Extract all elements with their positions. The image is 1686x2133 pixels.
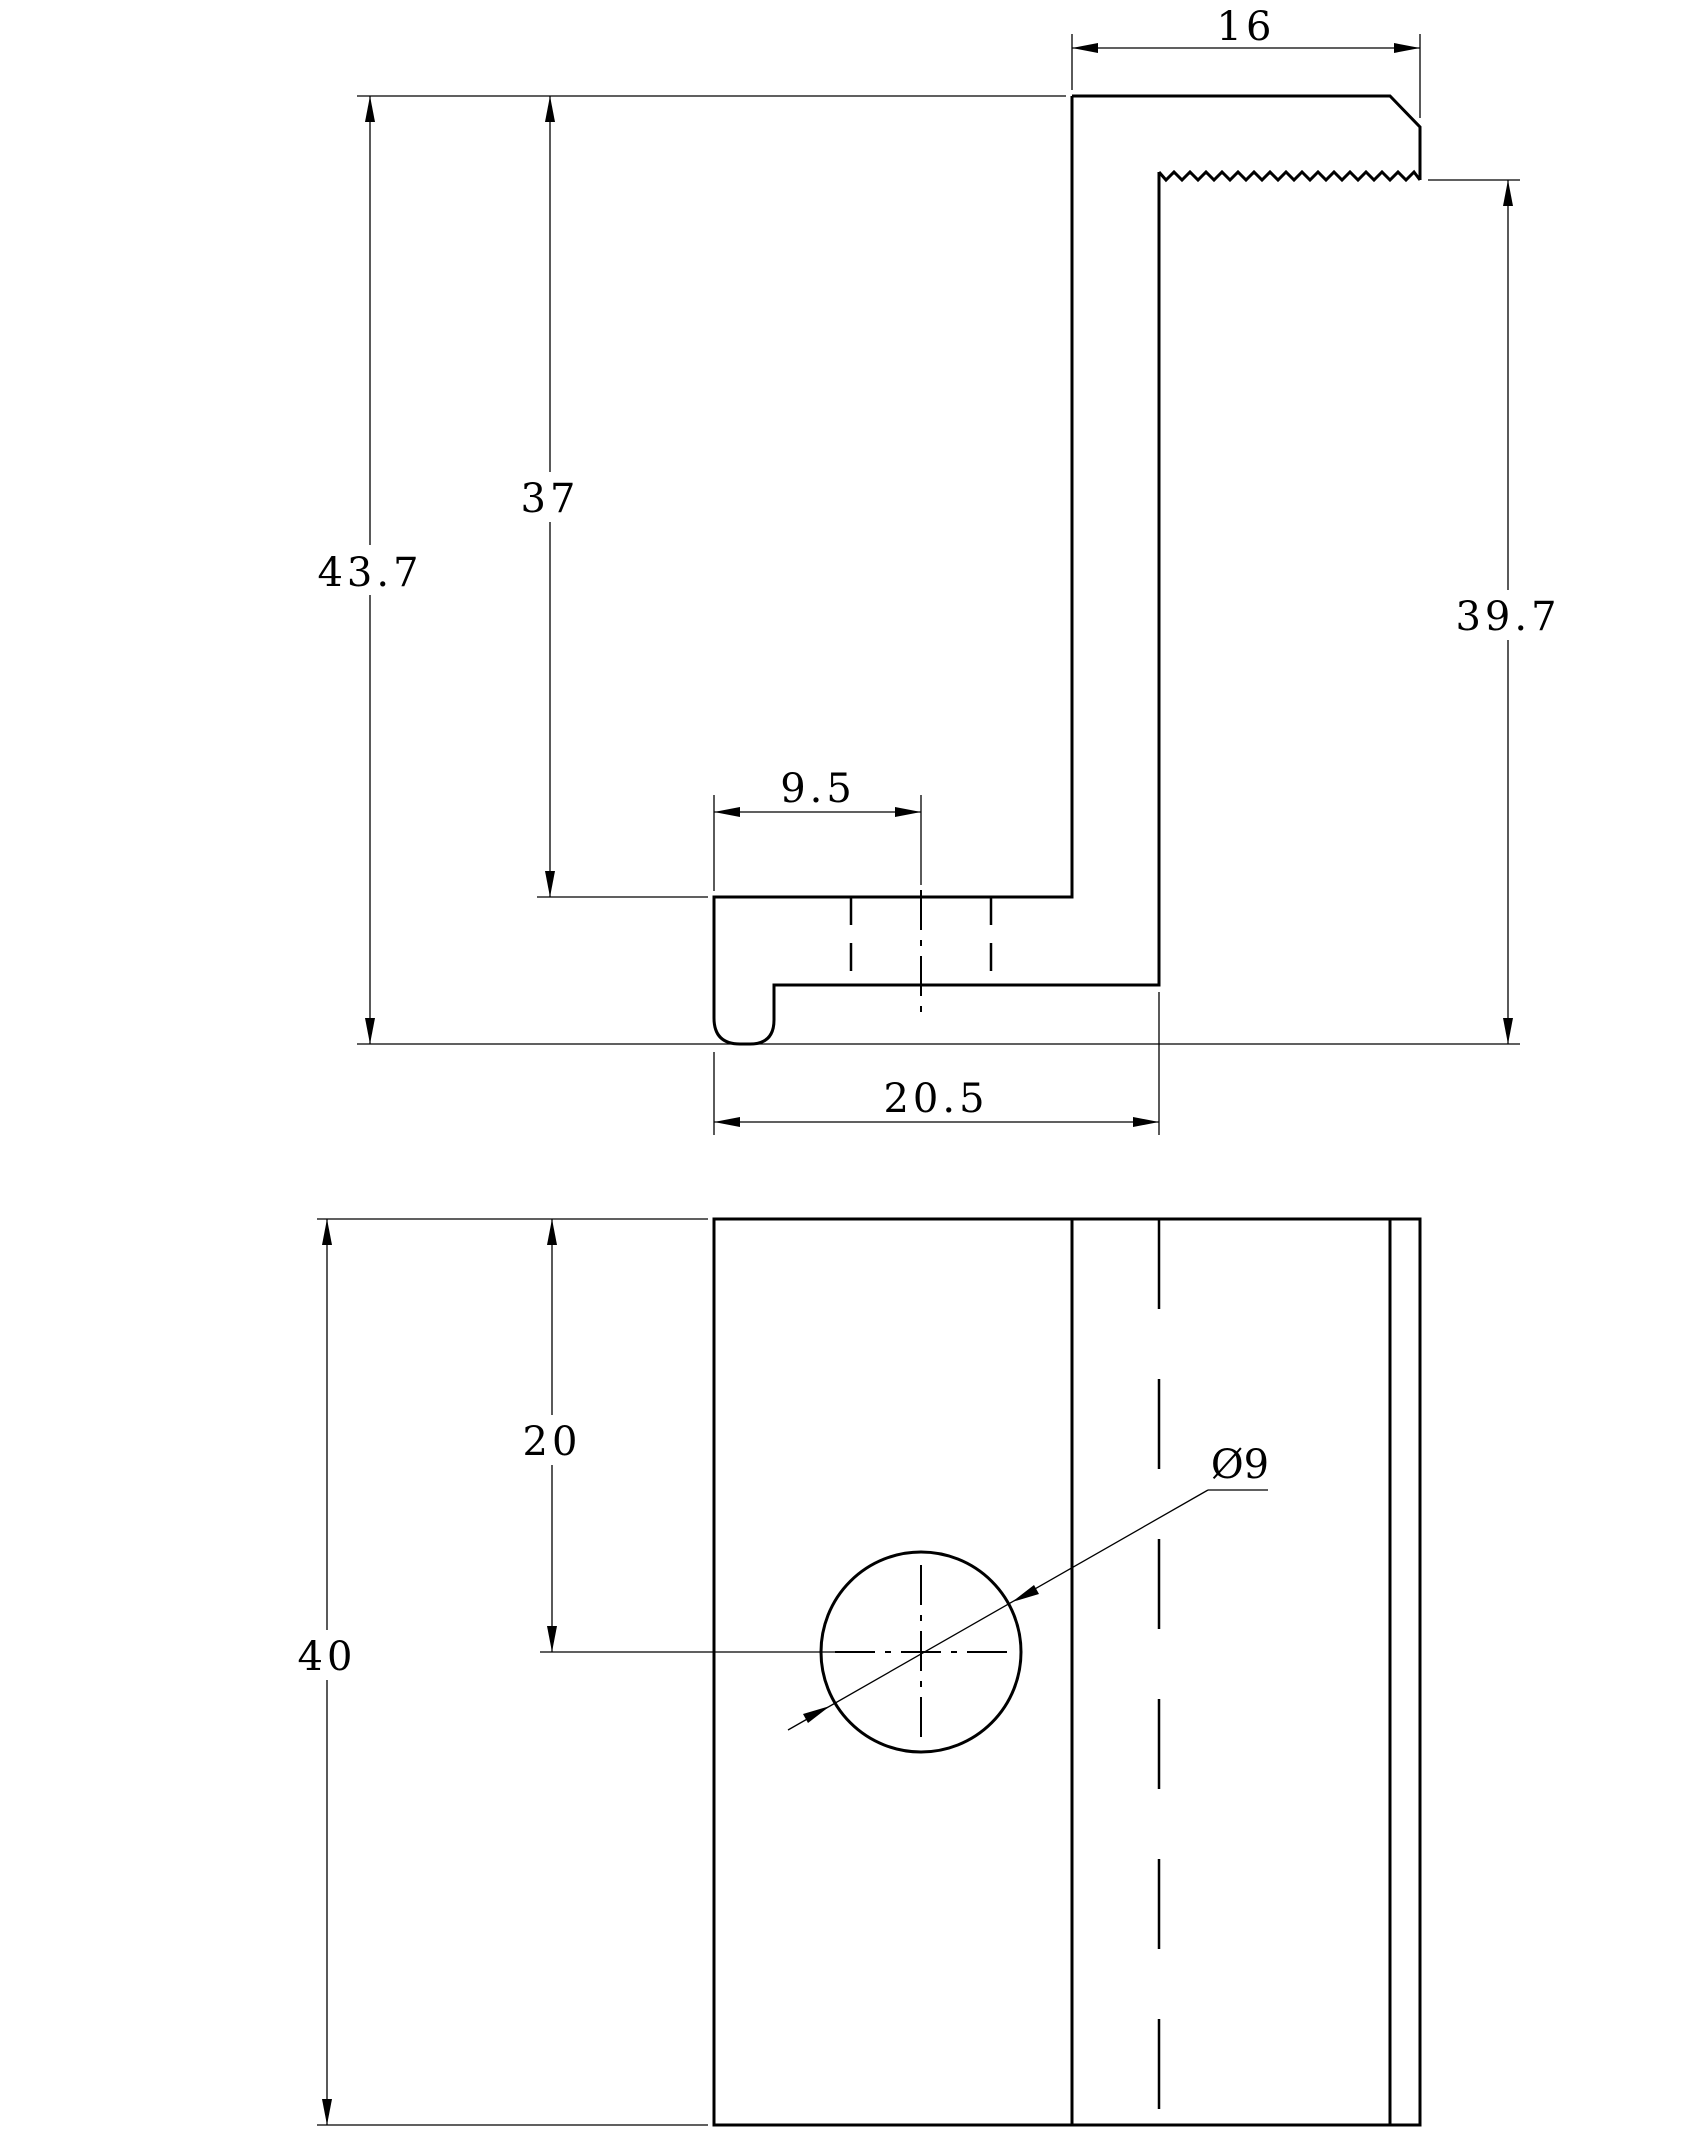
dimension-40: 40 (297, 1219, 357, 2125)
profile-view: 16 43.7 37 39.7 (317, 4, 1560, 1135)
dimension-20-5: 20.5 (714, 1076, 1159, 1127)
dimension-39-7: 39.7 (1455, 180, 1560, 1044)
dim-label-diameter: Ø9 (1211, 1442, 1269, 1488)
top-flange (1072, 94, 1422, 180)
dim-label-20-5: 20.5 (883, 1076, 988, 1122)
dim-label-16: 16 (1217, 4, 1276, 50)
dim-label-20: 20 (523, 1419, 582, 1465)
dim-label-9-5: 9.5 (780, 766, 856, 812)
dim-label-43-7: 43.7 (317, 550, 422, 596)
dimension-diameter: Ø9 (787, 1442, 1269, 1731)
dimension-16: 16 (1072, 4, 1420, 53)
dimension-37: 37 (520, 96, 580, 897)
front-outline (712, 1217, 1422, 2127)
dim-label-37: 37 (521, 476, 580, 522)
dim-label-40: 40 (298, 1634, 357, 1680)
dimension-9-5: 9.5 (714, 766, 921, 817)
dimension-20: 20 (522, 1219, 582, 1652)
profile-outline (712, 96, 1161, 1046)
serrated-teeth (1157, 169, 1422, 183)
dim-label-39-7: 39.7 (1455, 594, 1560, 640)
front-view: 40 20 Ø9 (297, 1217, 1422, 2127)
dimension-43-7: 43.7 (317, 96, 422, 1044)
